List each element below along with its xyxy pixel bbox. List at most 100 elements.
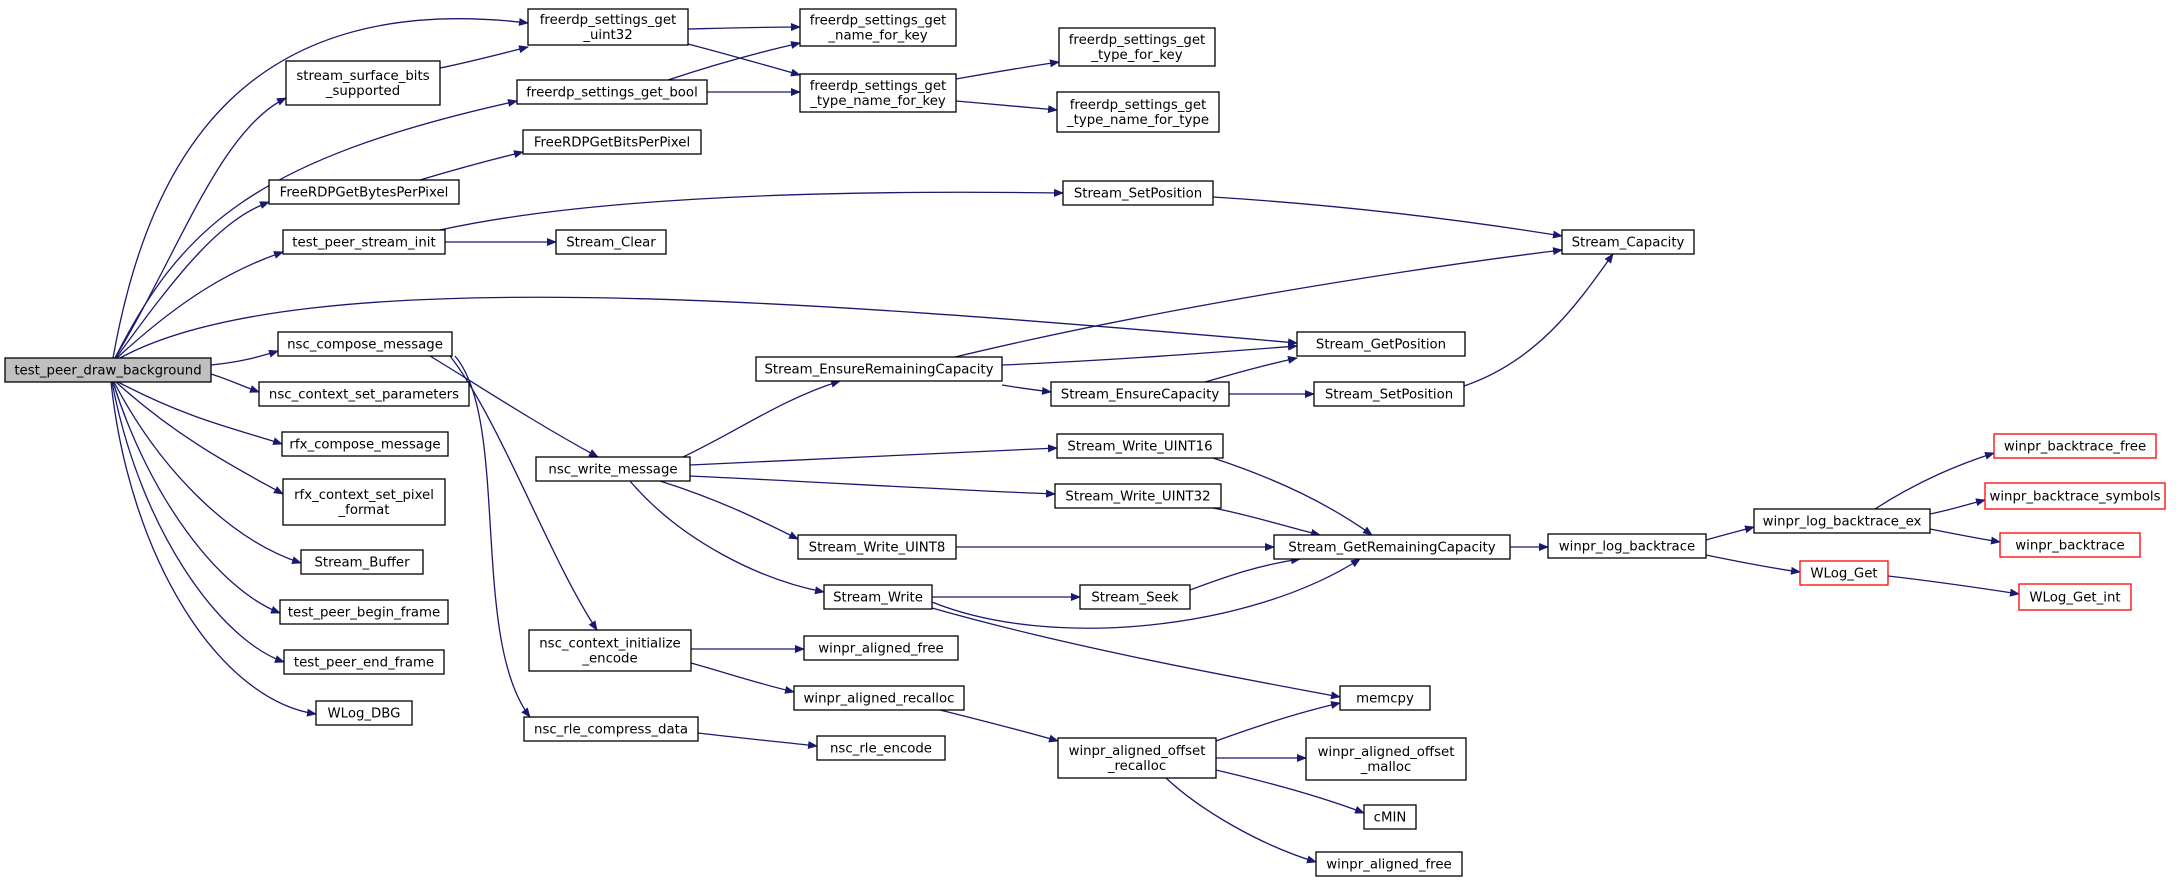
function-node-winpr-log-bt-ex[interactable]: winpr_log_backtrace_ex — [1753, 508, 1931, 534]
node-box — [268, 179, 460, 205]
function-node-sw-u16[interactable]: Stream_Write_UINT16 — [1056, 433, 1224, 459]
node-box — [1561, 229, 1695, 255]
function-node-nsc-rle-enc[interactable]: nsc_rle_encode — [816, 735, 946, 761]
function-node-fsg-type[interactable]: freerdp_settings_get_type_for_key — [1058, 27, 1216, 67]
function-node-cmin[interactable]: cMIN — [1363, 804, 1417, 830]
edge-nsc-write-to-sw-u32 — [689, 475, 1056, 498]
edge-sw-u32-to-stream-grc — [1212, 507, 1321, 537]
function-node-fsg-typename[interactable]: freerdp_settings_get_type_name_for_key — [799, 73, 957, 113]
function-node-nsc-ctx-params[interactable]: nsc_context_set_parameters — [258, 381, 470, 407]
function-node-fsg-name[interactable]: freerdp_settings_get_name_for_key — [799, 8, 957, 47]
function-node-frdp-bytes[interactable]: FreeRDPGetBytesPerPixel — [268, 179, 460, 205]
edge-sw-u16-to-stream-grc — [1212, 457, 1373, 536]
function-node-waf2[interactable]: winpr_aligned_free — [1315, 851, 1463, 877]
node-label: winpr_aligned_offset — [1069, 744, 1206, 759]
function-node-stream-ec[interactable]: Stream_EnsureCapacity — [1050, 381, 1230, 407]
node-label: winpr_log_backtrace — [1559, 540, 1695, 555]
function-node-winpr-log-bt[interactable]: winpr_log_backtrace — [1547, 533, 1707, 559]
edge-nsc-compose-to-nsc-ctx-init — [449, 355, 598, 631]
function-node-fsg-typename-type[interactable]: freerdp_settings_get_type_name_for_type — [1056, 91, 1220, 133]
function-node-stream-buffer[interactable]: Stream_Buffer — [300, 549, 424, 575]
function-node-tpsi[interactable]: test_peer_stream_init — [282, 229, 446, 255]
node-label: Stream_Seek — [1091, 591, 1179, 606]
function-node-war[interactable]: winpr_aligned_recalloc — [793, 685, 965, 711]
node-box — [797, 534, 957, 560]
node-label: nsc_context_initialize — [539, 637, 681, 652]
function-node-nsc-ctx-init[interactable]: nsc_context_initialize_encode — [528, 629, 692, 672]
node-box — [1363, 804, 1417, 830]
function-node-nsc-write[interactable]: nsc_write_message — [535, 456, 691, 482]
function-node-stream-setpos1[interactable]: Stream_SetPosition — [1062, 180, 1214, 206]
function-node-fsg-uint32[interactable]: freerdp_settings_get_uint32 — [527, 8, 689, 46]
node-label: test_peer_draw_background — [14, 364, 201, 379]
edge-nsc-write-to-stream-erc — [682, 379, 841, 458]
node-label: nsc_rle_compress_data — [534, 723, 688, 738]
function-nodes: test_peer_draw_background freerdp_setting… — [4, 8, 2166, 877]
function-node-tp-end[interactable]: test_peer_end_frame — [283, 649, 445, 675]
node-label: WLog_Get — [1810, 567, 1877, 582]
function-node-nsc-compose[interactable]: nsc_compose_message — [277, 331, 453, 357]
function-node-stream-setpos2[interactable]: Stream_SetPosition — [1313, 381, 1465, 407]
edge-ssbs-to-fsg-uint32 — [439, 45, 529, 69]
function-node-memcpy[interactable]: memcpy — [1339, 685, 1431, 711]
edge-frdp-bytes-to-frdp-bits — [419, 150, 524, 181]
node-box — [1062, 180, 1214, 206]
node-box — [1305, 737, 1467, 781]
edge-root-to-stream-buffer — [113, 381, 302, 565]
edge-nsc-compose-to-nsc-write — [429, 355, 599, 458]
node-label: test_peer_stream_init — [292, 236, 435, 251]
node-label: winpr_aligned_free — [1326, 858, 1451, 873]
function-node-fsg-bool[interactable]: freerdp_settings_get_bool — [516, 79, 708, 105]
node-label: Stream_Write_UINT32 — [1065, 490, 1210, 505]
node-label: winpr_backtrace_symbols — [1989, 490, 2160, 505]
node-label: Stream_SetPosition — [1325, 388, 1453, 403]
function-node-wbt[interactable]: winpr_backtrace — [1999, 532, 2141, 558]
function-node-wlog-get-int[interactable]: WLog_Get_int — [2018, 583, 2132, 611]
function-node-wbt-free[interactable]: winpr_backtrace_free — [1993, 433, 2157, 459]
node-label: _recalloc — [1107, 759, 1166, 774]
edge-root-to-tp-begin — [112, 381, 281, 614]
function-node-sw-u32[interactable]: Stream_Write_UINT32 — [1054, 483, 1222, 509]
function-node-wlog-dbg[interactable]: WLog_DBG — [315, 700, 413, 726]
call-edges — [110, 17, 2020, 864]
function-node-stream-getpos[interactable]: Stream_GetPosition — [1296, 331, 1466, 357]
function-node-stream-erc[interactable]: Stream_EnsureRemainingCapacity — [755, 356, 1003, 382]
function-node-wlog-get[interactable]: WLog_Get — [1799, 560, 1889, 586]
node-box — [1056, 91, 1220, 133]
function-node-nsc-rle-cd[interactable]: nsc_rle_compress_data — [523, 716, 699, 742]
node-box — [516, 79, 708, 105]
function-node-sw-u8[interactable]: Stream_Write_UINT8 — [797, 534, 957, 560]
function-node-waf1[interactable]: winpr_aligned_free — [803, 635, 959, 661]
node-box — [535, 456, 691, 482]
function-node-waom[interactable]: winpr_aligned_offset_malloc — [1305, 737, 1467, 781]
edge-root-to-frdp-bytes — [115, 201, 270, 359]
edge-stream-write-to-memcpy — [931, 607, 1341, 700]
function-node-stream-grc[interactable]: Stream_GetRemainingCapacity — [1273, 534, 1511, 560]
function-node-frdp-bits[interactable]: FreeRDPGetBitsPerPixel — [522, 129, 702, 155]
edge-root-to-rfx-compose — [117, 381, 283, 445]
node-box — [1993, 433, 2157, 459]
function-node-tp-begin[interactable]: test_peer_begin_frame — [279, 599, 449, 625]
edge-fsg-uint32-to-fsg-name — [687, 23, 801, 32]
edge-waor-to-waf2 — [1165, 777, 1317, 864]
edge-fsg-bool-to-fsg-name — [667, 41, 801, 81]
function-node-stream-seek[interactable]: Stream_Seek — [1079, 584, 1191, 610]
node-label: freerdp_settings_get — [810, 79, 947, 94]
edge-fsg-typename-to-fsg-type — [955, 59, 1060, 80]
function-node-stream-write[interactable]: Stream_Write — [823, 584, 933, 610]
function-node-ssbs[interactable]: stream_surface_bits_supported — [285, 60, 441, 106]
edge-root-to-tpsi — [116, 251, 284, 359]
function-node-rfx-pixfmt[interactable]: rfx_context_set_pixel_format — [282, 478, 446, 526]
node-label: test_peer_end_frame — [294, 656, 434, 671]
node-box — [1999, 532, 2141, 558]
node-label: freerdp_settings_get — [810, 14, 947, 29]
node-label: Stream_Write — [833, 591, 923, 606]
function-node-stream-capacity[interactable]: Stream_Capacity — [1561, 229, 1695, 255]
function-node-rfx-compose[interactable]: rfx_compose_message — [281, 431, 449, 457]
function-node-wbt-symbols[interactable]: winpr_backtrace_symbols — [1984, 482, 2166, 510]
node-label: Stream_Clear — [566, 236, 656, 251]
function-node-stream-clear[interactable]: Stream_Clear — [555, 229, 667, 255]
edge-stream-write-to-stream-grc — [931, 558, 1361, 629]
node-box — [2018, 583, 2132, 611]
function-node-waor[interactable]: winpr_aligned_offset_recalloc — [1057, 737, 1217, 779]
